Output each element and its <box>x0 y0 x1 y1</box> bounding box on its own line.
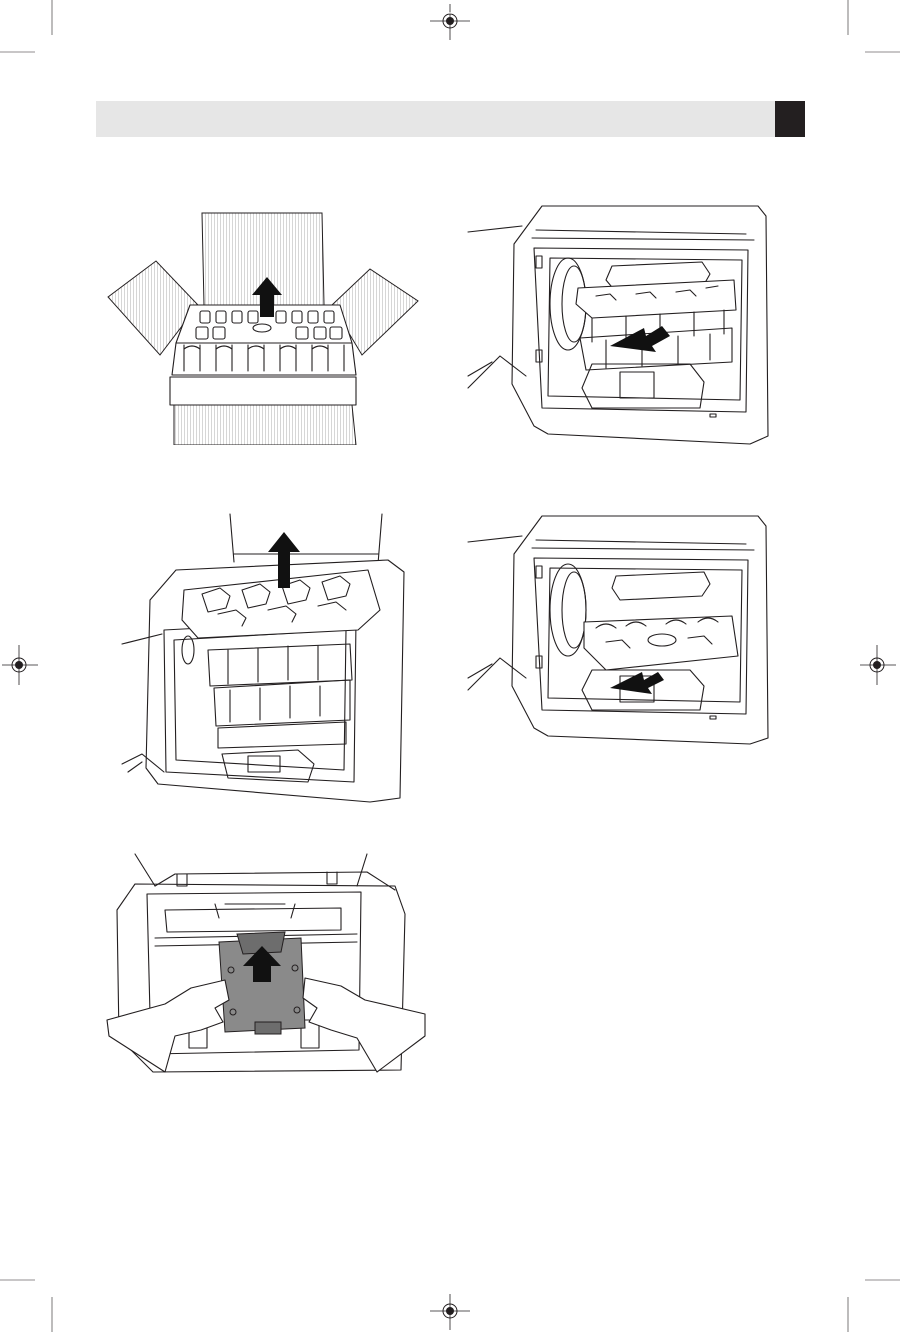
printer-pull-lower-tray-illustration <box>466 510 786 750</box>
crosshair-target-icon <box>425 2 475 42</box>
arrow-down-left-icon <box>610 326 670 352</box>
crosshair-target-icon <box>858 640 898 690</box>
printer-lift-build-plate-illustration <box>105 850 435 1080</box>
unbox-lift-tray-illustration <box>100 205 420 445</box>
printer-pull-upper-tray-illustration <box>466 200 786 450</box>
crosshair-target-icon <box>425 1292 475 1332</box>
crosshair-target-icon <box>0 640 40 690</box>
arrow-down-left-icon <box>610 672 664 694</box>
section-header-bar <box>96 101 775 137</box>
printer-remove-top-foam-illustration <box>118 510 418 810</box>
section-tab <box>775 101 805 137</box>
